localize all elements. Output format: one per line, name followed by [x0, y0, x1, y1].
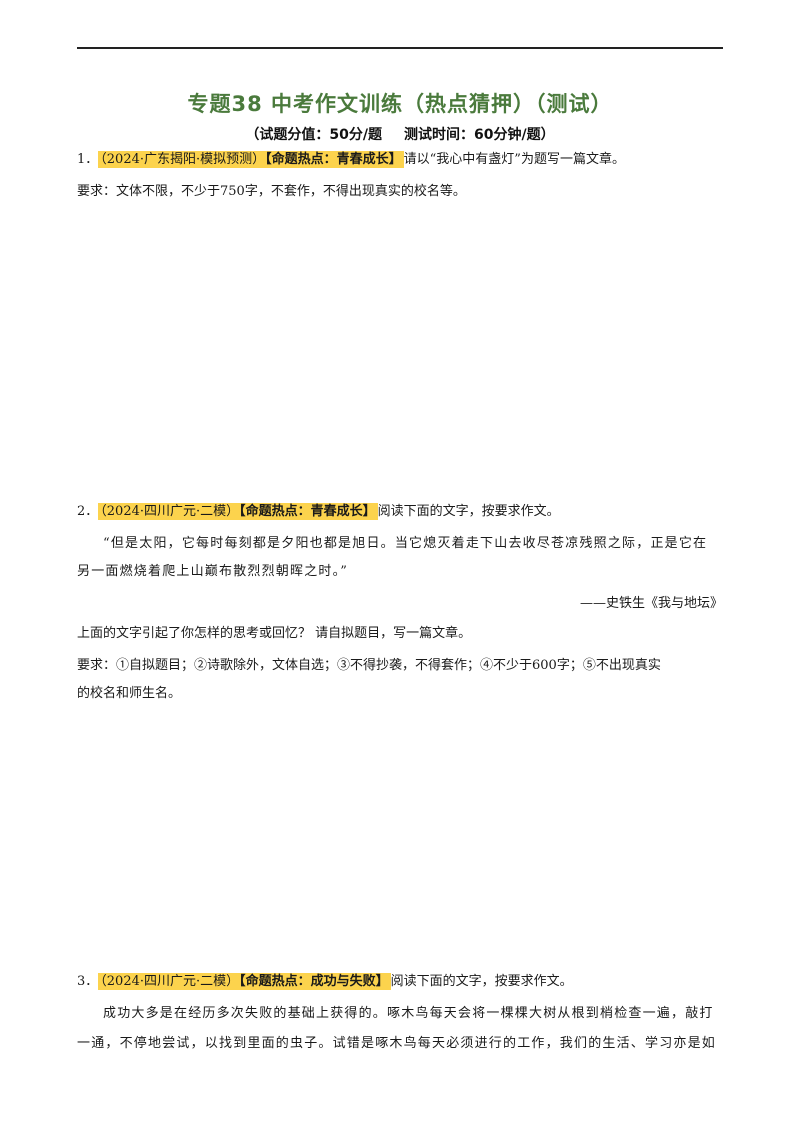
question-source-highlight: （2024·四川广元·二模）【命题热点：成功与失败】: [98, 973, 391, 990]
quote-line-1: “但是太阳，它每时每刻都是夕阳也都是旭日。当它熄灭着走下山去收尽苍凉残照之际，正…: [103, 536, 708, 551]
question-prompt: 请以“我心中有盏灯”为题写一篇文章。: [403, 152, 625, 167]
question-source-highlight: （2024·四川广元·二模）【命题热点：青春成长】: [98, 503, 378, 520]
page-subtitle: （试题分值：50分/题 测试时间：60分钟/题）: [0, 124, 800, 144]
page-title: 专题38 中考作文训练（热点猜押）（测试）: [187, 92, 613, 116]
question-tag: 【命题热点：成功与失败】: [239, 974, 389, 989]
question-source: （2024·广东揭阳·模拟预测）: [100, 152, 266, 167]
score-info: （试题分值：50分/题: [245, 127, 382, 143]
header-rule: [77, 47, 723, 49]
question-2-requirement-2: 的校名和师生名。: [77, 686, 182, 701]
question-number: 1．: [77, 152, 99, 167]
time-info: 测试时间：60分钟/题）: [404, 127, 555, 143]
question-source: （2024·四川广元·二模）: [100, 504, 240, 519]
question-2-header: 2．（2024·四川广元·二模）【命题热点：青春成长】阅读下面的文字，按要求作文…: [77, 502, 723, 522]
question-prompt: 阅读下面的文字，按要求作文。: [377, 504, 560, 519]
question-2-requirement-1: 要求：①自拟题目；②诗歌除外，文体自选；③不得抄袭，不得套作；④不少于600字；…: [77, 658, 661, 673]
question-2-question: 上面的文字引起了你怎样的思考或回忆？ 请自拟题目，写一篇文章。: [77, 626, 472, 641]
question-source-highlight: （2024·广东揭阳·模拟预测）【命题热点：青春成长】: [98, 151, 404, 168]
question-tag: 【命题热点：青春成长】: [265, 152, 402, 167]
question-number: 2．: [77, 504, 99, 519]
question-3-text-line-1: 成功大多是在经历多次失败的基础上获得的。啄木鸟每天会将一棵棵大树从根到梢检查一遍…: [103, 1006, 714, 1021]
quote-line-2: 另一面燃烧着爬上山巅布散烈烈朝晖之时。”: [77, 564, 349, 579]
question-number: 3．: [77, 974, 99, 989]
question-3-text-line-2: 一通，不停地尝试，以找到里面的虫子。试错是啄木鸟每天必须进行的工作，我们的生活、…: [77, 1036, 717, 1051]
question-3-header: 3．（2024·四川广元·二模）【命题热点：成功与失败】阅读下面的文字，按要求作…: [77, 972, 723, 992]
question-prompt: 阅读下面的文字，按要求作文。: [390, 974, 573, 989]
quote-attribution: ——史铁生《我与地坛》: [579, 596, 723, 611]
question-tag: 【命题热点：青春成长】: [239, 504, 376, 519]
question-1-header: 1．（2024·广东揭阳·模拟预测）【命题热点：青春成长】请以“我心中有盏灯”为…: [77, 150, 723, 170]
question-1-requirement: 要求：文体不限，不少于750字，不套作，不得出现真实的校名等。: [77, 184, 466, 199]
question-source: （2024·四川广元·二模）: [100, 974, 240, 989]
